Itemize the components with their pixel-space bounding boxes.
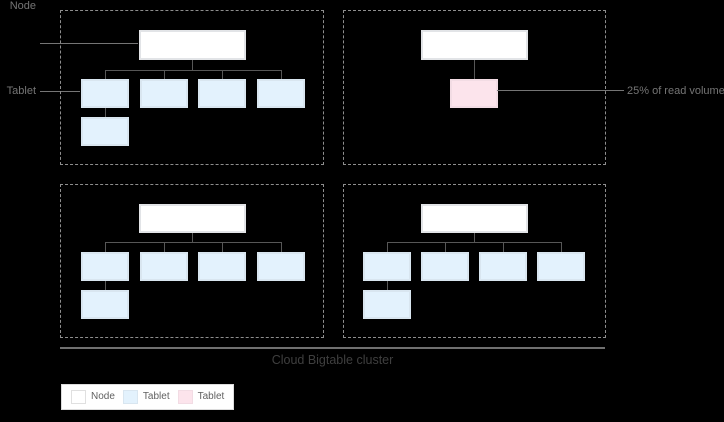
hot-tablet-box [450,79,498,108]
overflow-tablet-box [363,290,411,319]
tablet-box [257,79,305,108]
node-pointer-label: Node [9,0,36,12]
tablet-pink-swatch-icon [177,390,193,404]
quadrant-top-right [343,10,606,165]
tablet-box [140,252,188,281]
overflow-tablet-box [81,290,129,319]
connector-stub-line [387,242,388,252]
overflow-tablet-connector-line [387,281,388,290]
tablet-box [140,79,188,108]
legend-label: Node [91,391,115,402]
read-volume-annotation-label: 25% of read volume [627,85,724,97]
quadrant-top-left [60,10,324,165]
cluster-caption: Cloud Bigtable cluster [271,353,394,367]
overflow-tablet-connector-line [105,108,106,117]
tablet-box [537,252,585,281]
tablet-pointer-label: Tablet [6,85,36,97]
quadrant-bottom-right [343,184,606,338]
tablet-box [479,252,527,281]
quadrant-bottom-left [60,184,324,338]
tablet-box [81,252,129,281]
tablet-box [81,79,129,108]
tablet-box [363,252,411,281]
node-box [421,204,528,233]
cluster-boundary-line [60,347,605,349]
connector-stub-line [105,242,106,252]
tablet-box [198,79,246,108]
legend-label: Tablet [197,391,225,402]
node-box [139,204,246,233]
overflow-tablet-box [81,117,129,146]
overflow-tablet-connector-line [105,281,106,290]
connector-stub-line [445,242,446,252]
connector-stub-line [281,242,282,252]
connector-stub-line [222,242,223,252]
node-stem-line [192,233,193,242]
legend-item-tablet-pink: Tablet [177,390,225,404]
tablet-blue-swatch-icon [122,390,138,404]
node-stem-line [474,233,475,242]
connector-stub-line [281,70,282,79]
tablets-connector-line [387,242,562,243]
legend-item-node: Node [71,390,115,404]
node-stem-line [192,60,193,70]
node-pointer-line [40,43,138,44]
connector-stub-line [561,242,562,252]
node-stem-line [474,60,475,79]
node-box [421,30,528,60]
tablet-box [257,252,305,281]
legend: Node Tablet Tablet [61,384,235,410]
tablet-box [198,252,246,281]
node-swatch-icon [71,390,86,404]
tablets-connector-line [105,70,282,71]
tablet-box [421,252,469,281]
tablets-connector-line [105,242,282,243]
connector-stub-line [105,70,106,79]
connector-stub-line [222,70,223,79]
legend-label: Tablet [142,391,170,402]
connector-stub-line [164,70,165,79]
read-volume-annotation-line [497,90,624,91]
connector-stub-line [503,242,504,252]
connector-stub-line [164,242,165,252]
node-box [139,30,246,60]
legend-item-tablet-blue: Tablet [122,390,170,404]
